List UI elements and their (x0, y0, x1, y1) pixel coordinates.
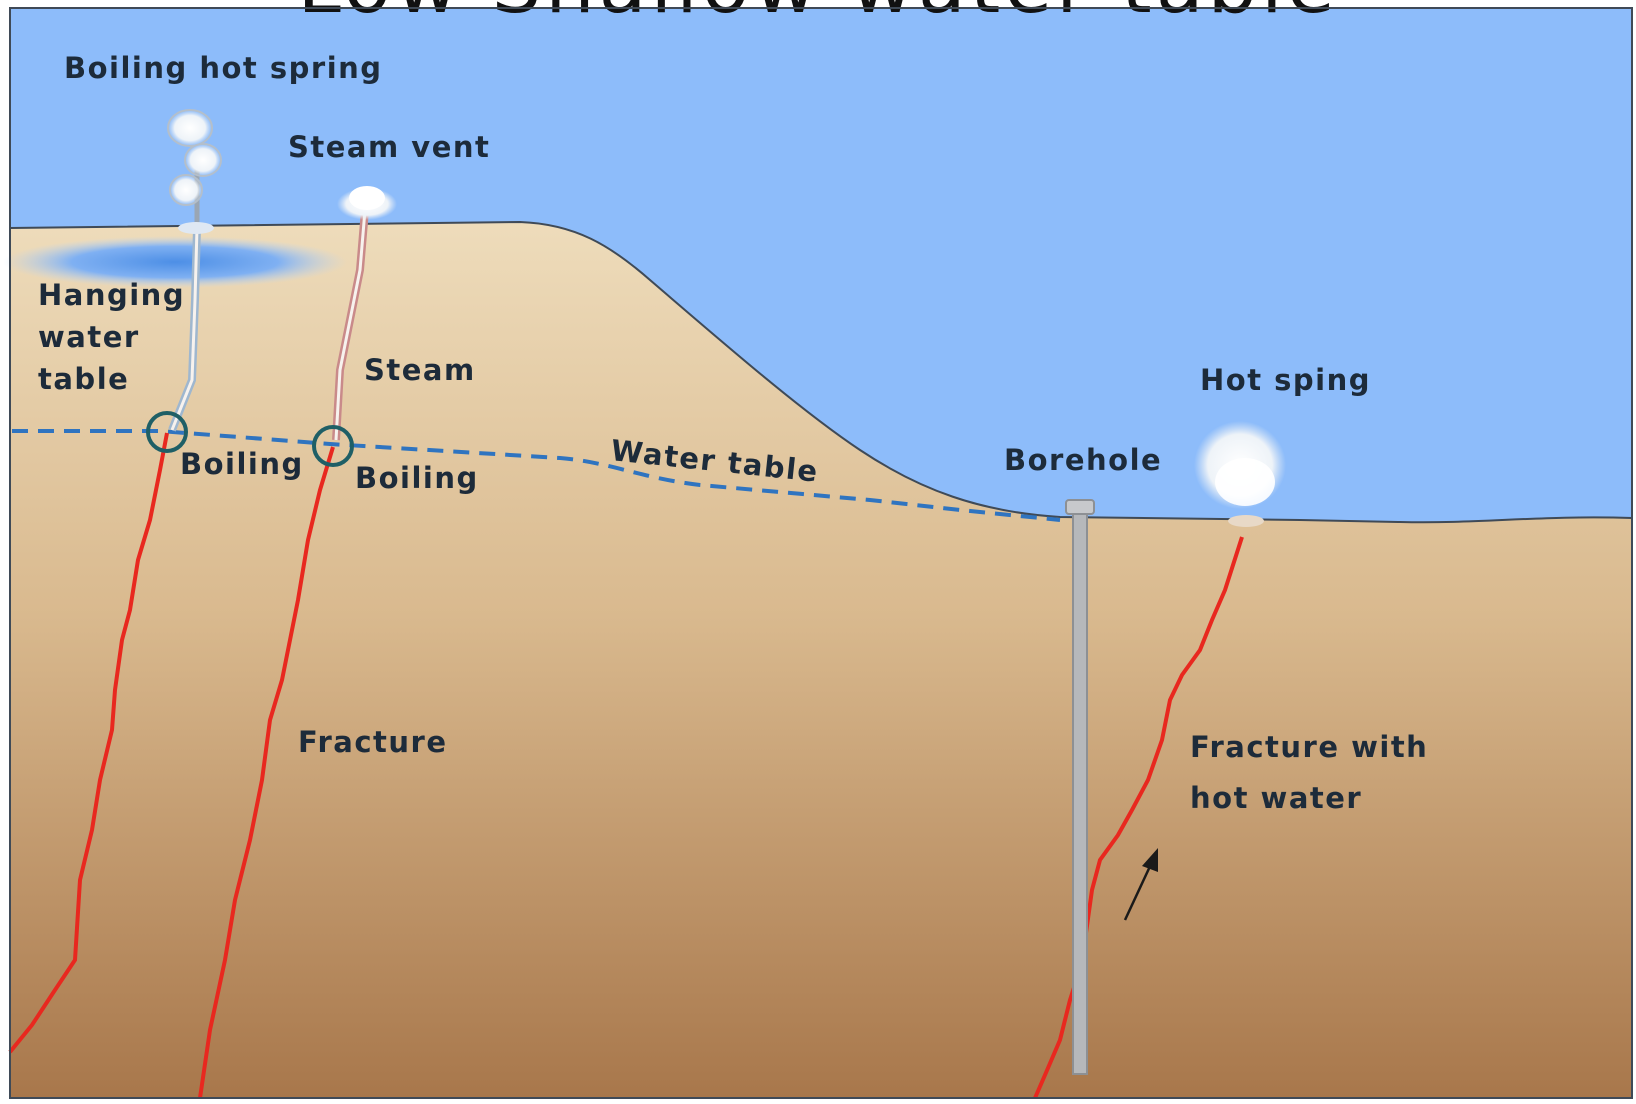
label-fracture-hot-water-2: hot water (1190, 781, 1362, 815)
label-hanging-water-table-1: Hanging (38, 278, 185, 312)
flow-direction-arrow-icon (1123, 848, 1158, 921)
hot-spring-steam-icon (1194, 421, 1286, 527)
ground (10, 222, 1632, 1098)
label-steam: Steam (364, 353, 476, 387)
steam-vent-cloud-icon (337, 186, 397, 220)
steam-conduit-core (334, 209, 367, 441)
fracture-line-left (8, 432, 169, 1054)
label-fracture: Fracture (298, 725, 448, 759)
hanging-water-table-pool (3, 236, 347, 288)
label-boiling-1: Boiling (180, 447, 304, 481)
label-steam-vent: Steam vent (288, 130, 490, 164)
boiling-ring-1 (146, 411, 188, 453)
hot-spring-conduit-core (170, 227, 199, 431)
page-title: Low Shallow water table (297, 0, 1338, 31)
geyser-plume-icon (167, 109, 222, 234)
boiling-ring-2 (312, 425, 354, 467)
label-hot-spring: Hot sping (1200, 363, 1371, 397)
borehole-pipe (1065, 499, 1095, 1075)
fracture-line-middle (198, 446, 335, 1099)
label-boiling-2: Boiling (355, 461, 479, 495)
label-boiling-hot-spring: Boiling hot spring (64, 51, 383, 85)
label-hanging-water-table-3: table (38, 362, 129, 396)
ground-surface-line (9, 220, 1633, 524)
label-hanging-water-table-2: water (38, 320, 140, 354)
label-borehole: Borehole (1004, 443, 1162, 477)
label-fracture-hot-water-1: Fracture with (1190, 730, 1428, 764)
fracture-line-right (1033, 536, 1244, 1099)
diagram-frame (9, 7, 1633, 1099)
water-table-line (12, 429, 1061, 522)
